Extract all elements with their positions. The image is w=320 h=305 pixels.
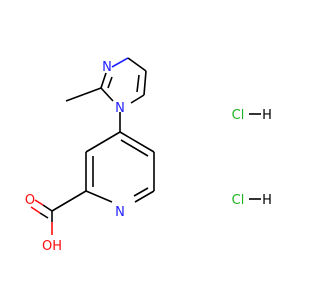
bond-c2-methyl xyxy=(65,87,102,102)
structure-diagram: N N N O OH Cl H Cl H xyxy=(25,57,272,254)
bond-c2-carboxyl xyxy=(51,190,87,212)
bond-c-o-double-a-o xyxy=(34,199,44,206)
bond-c2-n3 xyxy=(100,72,107,89)
bond-c6-n-py-double xyxy=(133,187,149,197)
bond-c4-c5 xyxy=(143,70,147,96)
atom-oh-hydroxyl: OH xyxy=(42,239,62,254)
hydrogen-label-2: H xyxy=(262,193,272,208)
pyridine-ring xyxy=(85,131,155,203)
bond-c2-n3-double xyxy=(107,76,113,89)
chlorine-label-2: Cl xyxy=(232,193,245,208)
atom-n-pyridine: N xyxy=(115,205,125,220)
bond-n-c2-py xyxy=(85,190,113,203)
bond-c-o-double-a xyxy=(42,204,53,212)
atom-n-imidazole-attached: N xyxy=(115,101,125,116)
bond-c-o-double-b xyxy=(39,212,49,219)
bond-c6-n-py xyxy=(134,190,155,203)
bond-n3-c4-b xyxy=(127,57,147,72)
bond-c3-c4-py xyxy=(85,131,121,153)
chlorine-label-1: Cl xyxy=(232,108,245,123)
molecule-svg: N N N O OH Cl H Cl H xyxy=(25,57,272,254)
atom-n-imidazole-top: N xyxy=(102,60,112,75)
bond-c-o-double-b-o xyxy=(30,206,41,214)
bond-n1-c2 xyxy=(100,87,114,102)
bond-c5-n1 xyxy=(130,94,145,104)
bond-c4-c5-py-double xyxy=(120,139,149,157)
bond-n3-c4 xyxy=(111,57,129,68)
carboxyl-group xyxy=(30,190,87,235)
hydrogen-label-1: H xyxy=(262,108,272,123)
hcl-salt-2: Cl H xyxy=(232,193,272,208)
hcl-salt-1: Cl H xyxy=(232,108,272,123)
bond-c4-c5-double xyxy=(136,74,140,93)
bond-c4-c5-py xyxy=(119,131,155,153)
imidazole-ring xyxy=(65,57,147,104)
atom-o-carbonyl: O xyxy=(25,193,35,208)
